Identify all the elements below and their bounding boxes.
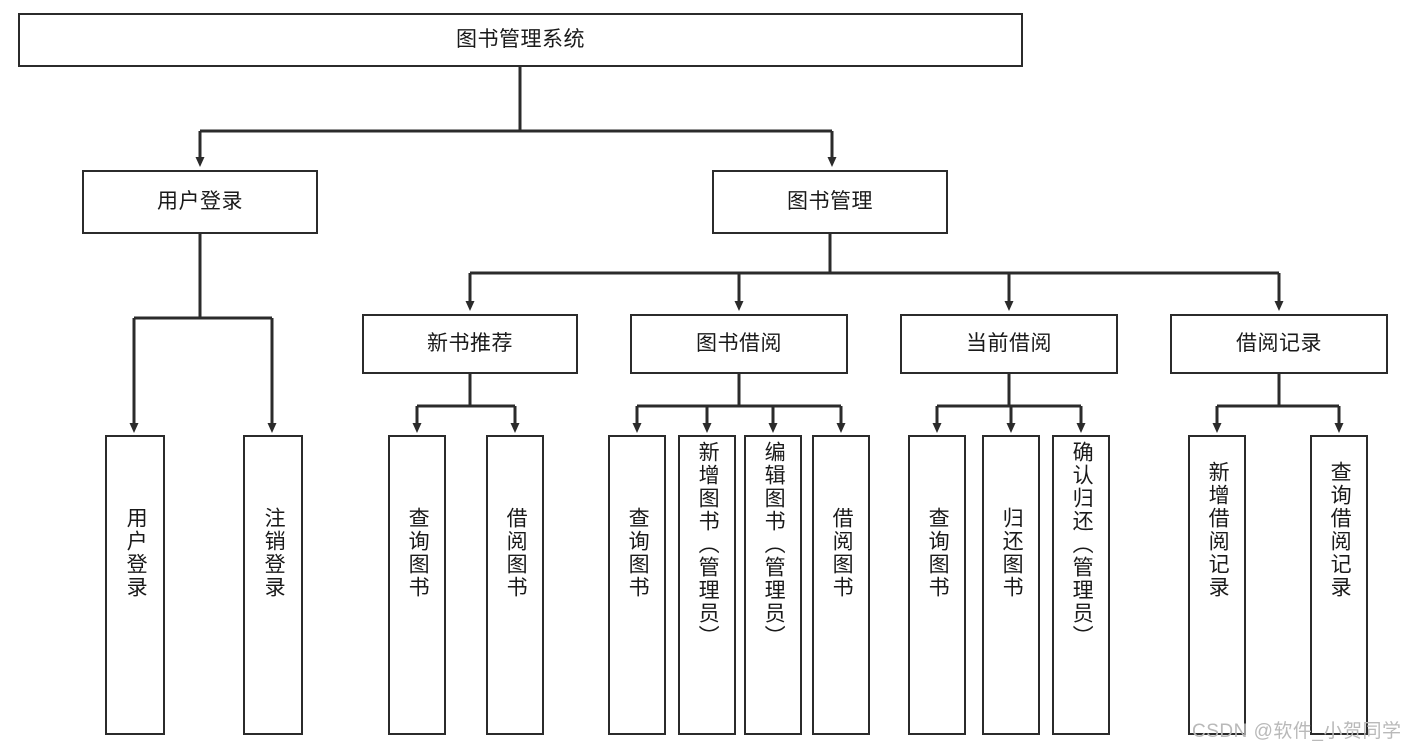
leaf-query-borrow-record-label: 查询借阅记录 (1328, 461, 1352, 599)
leaf-edit-book-admin[interactable]: 编辑图书（管理员） (744, 435, 802, 735)
leaf-query-book-current[interactable]: 查询图书 (908, 435, 966, 735)
node-root[interactable]: 图书管理系统 (18, 13, 1023, 67)
leaf-add-book-admin-label: 新增图书（管理员） (696, 441, 720, 648)
node-new-book-rec[interactable]: 新书推荐 (362, 314, 578, 374)
leaf-borrow-book[interactable]: 借阅图书 (812, 435, 870, 735)
leaf-add-borrow-record-label: 新增借阅记录 (1206, 461, 1230, 599)
node-borrow-record-label: 借阅记录 (1236, 332, 1322, 356)
leaf-query-book-rec-label: 查询图书 (406, 507, 430, 599)
leaf-add-borrow-record[interactable]: 新增借阅记录 (1188, 435, 1246, 735)
node-root-label: 图书管理系统 (456, 28, 585, 52)
leaf-user-logout[interactable]: 注销登录 (243, 435, 303, 735)
leaf-return-book-label: 归还图书 (1000, 507, 1024, 599)
leaf-confirm-return-admin[interactable]: 确认归还（管理员） (1052, 435, 1110, 735)
leaf-query-book-current-label: 查询图书 (926, 507, 950, 599)
leaf-user-login-label: 用户登录 (124, 507, 148, 599)
node-current-borrow-label: 当前借阅 (966, 332, 1052, 356)
leaf-query-book-borrow-label: 查询图书 (626, 507, 650, 599)
leaf-query-borrow-record[interactable]: 查询借阅记录 (1310, 435, 1368, 735)
node-borrow-record[interactable]: 借阅记录 (1170, 314, 1388, 374)
leaf-user-logout-label: 注销登录 (262, 507, 286, 599)
leaf-query-book-borrow[interactable]: 查询图书 (608, 435, 666, 735)
node-book-borrow-label: 图书借阅 (696, 332, 782, 356)
csdn-watermark: CSDN @软件_小贺同学 (1192, 716, 1401, 743)
node-user-login[interactable]: 用户登录 (82, 170, 318, 234)
node-user-login-label: 用户登录 (157, 190, 243, 214)
leaf-confirm-return-admin-label: 确认归还（管理员） (1070, 441, 1094, 648)
leaf-borrow-book-rec-label: 借阅图书 (504, 507, 528, 599)
node-book-manage-label: 图书管理 (787, 190, 873, 214)
leaf-borrow-book-rec[interactable]: 借阅图书 (486, 435, 544, 735)
node-current-borrow[interactable]: 当前借阅 (900, 314, 1118, 374)
watermark-text: CSDN @软件_小贺同学 (1192, 721, 1402, 742)
node-book-borrow[interactable]: 图书借阅 (630, 314, 848, 374)
leaf-return-book[interactable]: 归还图书 (982, 435, 1040, 735)
leaf-query-book-rec[interactable]: 查询图书 (388, 435, 446, 735)
node-new-book-rec-label: 新书推荐 (427, 332, 513, 356)
leaf-borrow-book-label: 借阅图书 (830, 507, 854, 599)
node-book-manage[interactable]: 图书管理 (712, 170, 948, 234)
leaf-add-book-admin[interactable]: 新增图书（管理员） (678, 435, 736, 735)
leaf-edit-book-admin-label: 编辑图书（管理员） (762, 441, 786, 648)
leaf-user-login[interactable]: 用户登录 (105, 435, 165, 735)
